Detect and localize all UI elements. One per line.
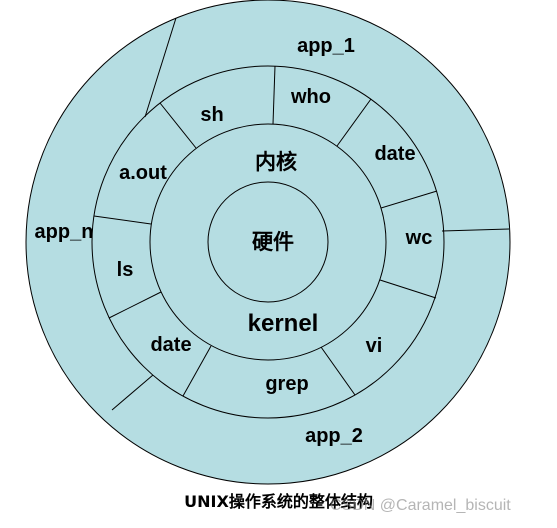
vi-label: vi xyxy=(366,335,383,357)
app-dividers xyxy=(111,17,510,411)
divider-ls-aout xyxy=(93,215,152,225)
app-1-label: app_1 xyxy=(297,35,355,57)
date-top-label: date xyxy=(374,143,415,165)
kernel-cn-label: 内核 xyxy=(255,150,297,174)
divider-wc-vi xyxy=(379,279,437,299)
wc-label: wc xyxy=(405,227,433,249)
divider-grep-date xyxy=(182,345,212,397)
divider-appn-app1 xyxy=(144,17,177,118)
aout-label: a.out xyxy=(119,162,167,184)
shell-dividers xyxy=(93,65,438,397)
sh-label: sh xyxy=(200,104,223,126)
divider-sh-who xyxy=(272,65,276,125)
divider-date-wc xyxy=(380,190,438,209)
watermark: CSDN @Caramel_biscuit xyxy=(330,497,511,514)
who-label: who xyxy=(290,86,331,108)
kernel-en-label: kernel xyxy=(248,310,319,337)
app-2-label: app_2 xyxy=(305,425,363,447)
divider-vi-grep xyxy=(320,346,356,396)
grep-label: grep xyxy=(265,373,308,395)
divider-aout-sh xyxy=(159,102,197,149)
divider-app1-app2 xyxy=(441,228,510,232)
app-n-label: app_n xyxy=(35,221,94,243)
date-bottom-label: date xyxy=(150,334,191,356)
hardware-core xyxy=(207,181,329,303)
divider-who-date xyxy=(336,98,372,147)
ls-label: ls xyxy=(117,259,134,281)
divider-date-ls xyxy=(108,291,162,319)
figure-caption: UNIX操作系统的整体结构 xyxy=(184,492,373,511)
hardware-label: 硬件 xyxy=(252,230,294,254)
divider-app2-appn xyxy=(111,374,154,411)
